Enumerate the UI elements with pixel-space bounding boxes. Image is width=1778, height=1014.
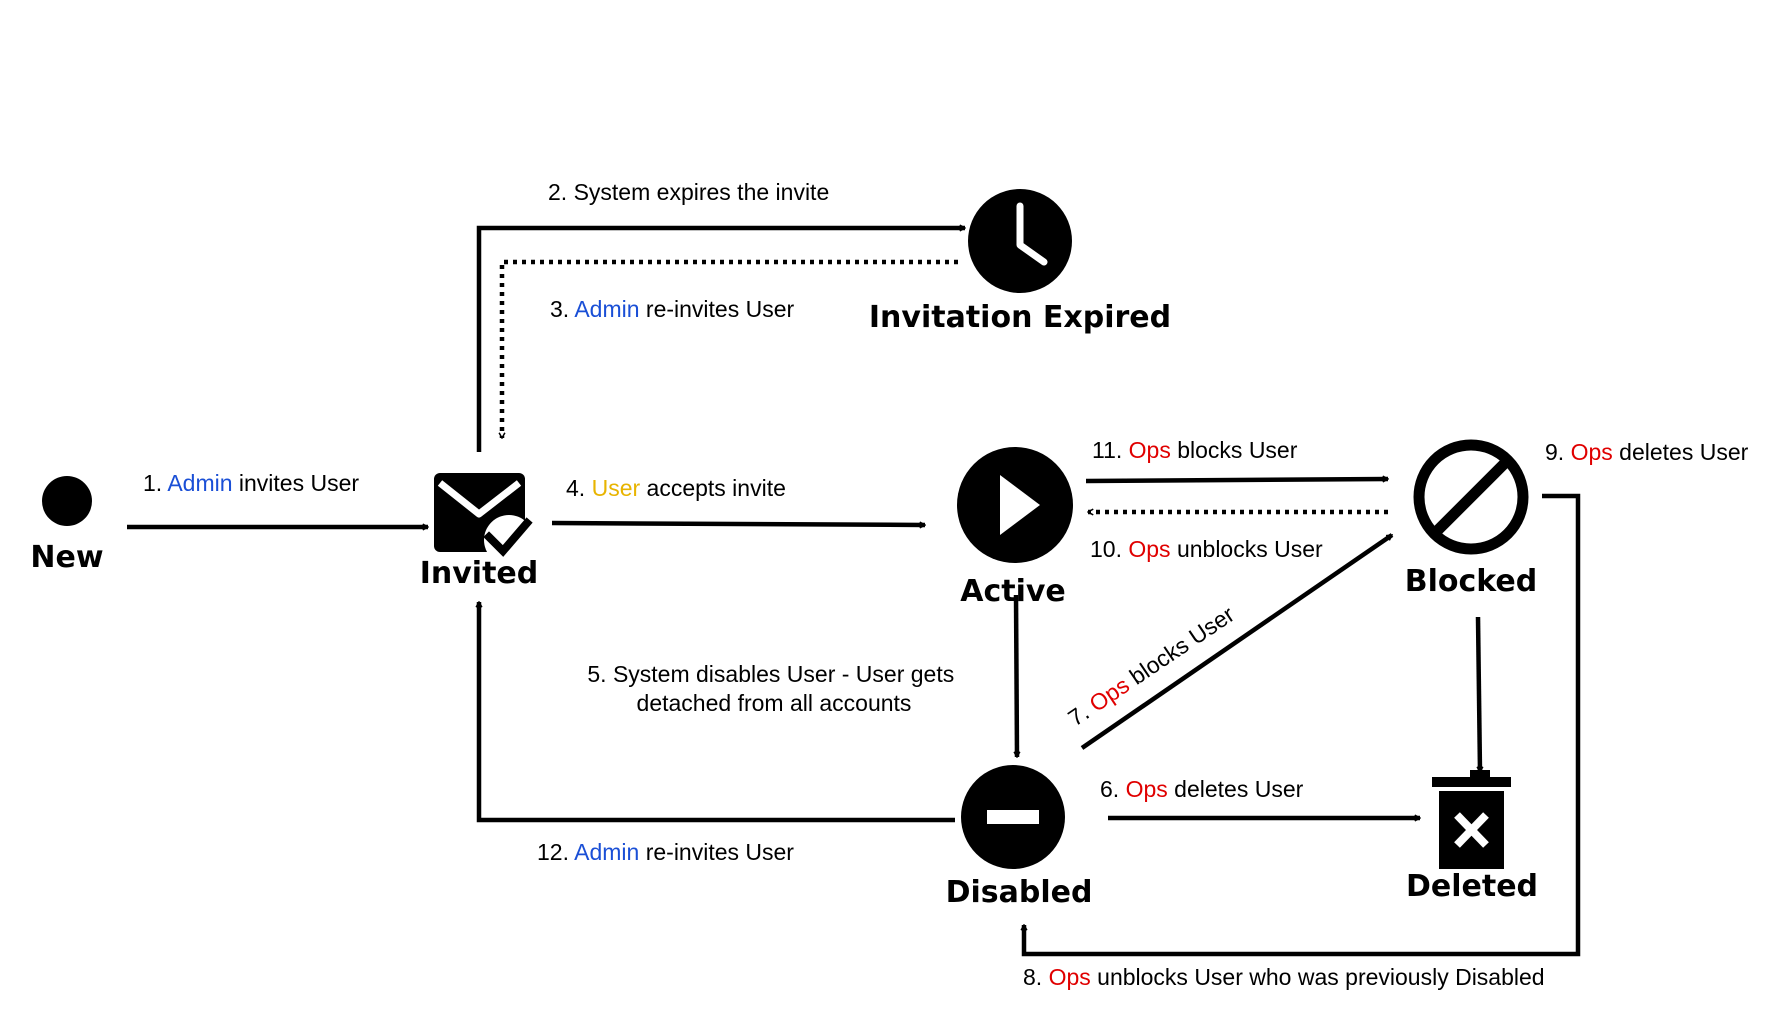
transition-12-label: 12. Admin re-invites User — [537, 839, 794, 865]
transition-11-label: 11. Ops blocks User — [1092, 437, 1298, 463]
transition-10-label: 10. Ops unblocks User — [1090, 536, 1323, 562]
state-blocked: Blocked — [1405, 439, 1538, 599]
state-disabled: Disabled — [946, 765, 1093, 910]
filled-circle-icon — [42, 476, 92, 526]
edge-4-invited-to-active — [551, 520, 925, 525]
transition-1-label: 1. Admin invites User — [143, 470, 359, 496]
transition-4-label: 4. User accepts invite — [566, 475, 786, 501]
state-new: New — [30, 476, 104, 575]
transition-5-label: 5. System disables User - User gets deta… — [587, 661, 960, 716]
envelope-check-icon — [434, 473, 534, 565]
minus-circle-icon — [961, 765, 1065, 869]
transition-8-label: 8. Ops unblocks User who was previously … — [1023, 964, 1545, 990]
edge-7-disabled-to-blocked — [1080, 533, 1392, 750]
state-new-label: New — [30, 540, 103, 575]
state-invited-label: Invited — [420, 556, 539, 591]
state-deleted: Deleted — [1406, 770, 1538, 904]
state-invited: Invited — [420, 473, 539, 591]
transition-3-label: 3. Admin re-invites User — [550, 296, 795, 322]
state-blocked-label: Blocked — [1405, 564, 1538, 599]
edge-9-blocked-to-deleted — [1475, 616, 1480, 772]
no-entry-slash-icon — [1413, 439, 1529, 555]
edge-11-active-to-blocked — [1085, 479, 1388, 484]
state-expired-label: Invitation Expired — [869, 300, 1171, 335]
trash-x-icon — [1432, 770, 1511, 869]
edge-2-invited-to-expired — [476, 228, 965, 452]
edges — [127, 228, 1581, 957]
edge-12-disabled-to-invited — [479, 602, 955, 823]
transition-7-label: 7. Ops blocks User — [1063, 601, 1239, 731]
edge-3-expired-to-invited — [502, 259, 958, 438]
clock-icon — [968, 189, 1072, 293]
transition-2-label: 2. System expires the invite — [548, 179, 829, 205]
state-disabled-label: Disabled — [946, 875, 1093, 910]
play-icon — [957, 447, 1073, 563]
state-active-label: Active — [960, 574, 1066, 609]
state-active: Active — [957, 447, 1073, 609]
edge-8-blocked-to-disabled — [1024, 493, 1581, 957]
state-expired: Invitation Expired — [869, 189, 1171, 335]
edge-5-active-to-disabled — [1016, 594, 1017, 757]
state-deleted-label: Deleted — [1406, 869, 1538, 904]
transition-9-label: 9. Ops deletes User — [1545, 439, 1749, 465]
transition-6-label: 6. Ops deletes User — [1100, 776, 1304, 802]
